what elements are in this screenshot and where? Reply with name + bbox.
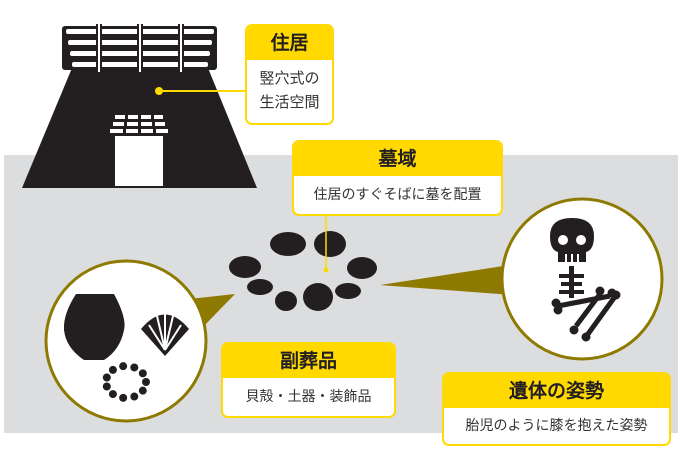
bead (138, 386, 147, 395)
goods-label: 副葬品 貝殻・土器・装飾品 (221, 342, 396, 418)
pit-dwelling-icon (22, 24, 257, 188)
grave-label: 墓域 住居のすぐそばに墓を配置 (292, 140, 503, 216)
bead (130, 392, 139, 401)
bead (142, 378, 150, 386)
bead (119, 393, 128, 402)
skeleton-circle (500, 197, 664, 361)
bead (138, 369, 147, 378)
bones-icon (551, 266, 621, 342)
bead-bracelet-icon (102, 362, 150, 402)
posture-title: 遺体の姿勢 (444, 374, 669, 408)
grave-title: 墓域 (294, 142, 501, 176)
bead (102, 373, 111, 382)
grave-goods-circle (44, 259, 208, 423)
shell-icon (141, 313, 189, 356)
goods-title: 副葬品 (223, 344, 394, 378)
pottery-icon (63, 294, 125, 360)
posture-callout-pointer (380, 265, 512, 295)
posture-desc: 胎児のように膝を抱えた姿勢 (465, 418, 648, 434)
skull-icon (550, 218, 594, 262)
posture-label: 遺体の姿勢 胎児のように膝を抱えた姿勢 (442, 372, 671, 446)
dwelling-label: 住居 竪穴式の 生活空間 (245, 24, 334, 125)
bead (102, 382, 111, 391)
dwelling-desc-line2: 生活空間 (259, 93, 320, 111)
dwelling-desc-line1: 竪穴式の (259, 69, 320, 87)
bead (130, 363, 139, 372)
bead (119, 362, 128, 371)
bead (108, 390, 117, 399)
dwelling-title: 住居 (247, 26, 332, 60)
bead (108, 365, 117, 374)
grave-desc: 住居のすぐそばに墓を配置 (313, 187, 482, 203)
grave-stones-icon (229, 231, 377, 311)
goods-desc: 貝殻・土器・装飾品 (245, 389, 372, 405)
